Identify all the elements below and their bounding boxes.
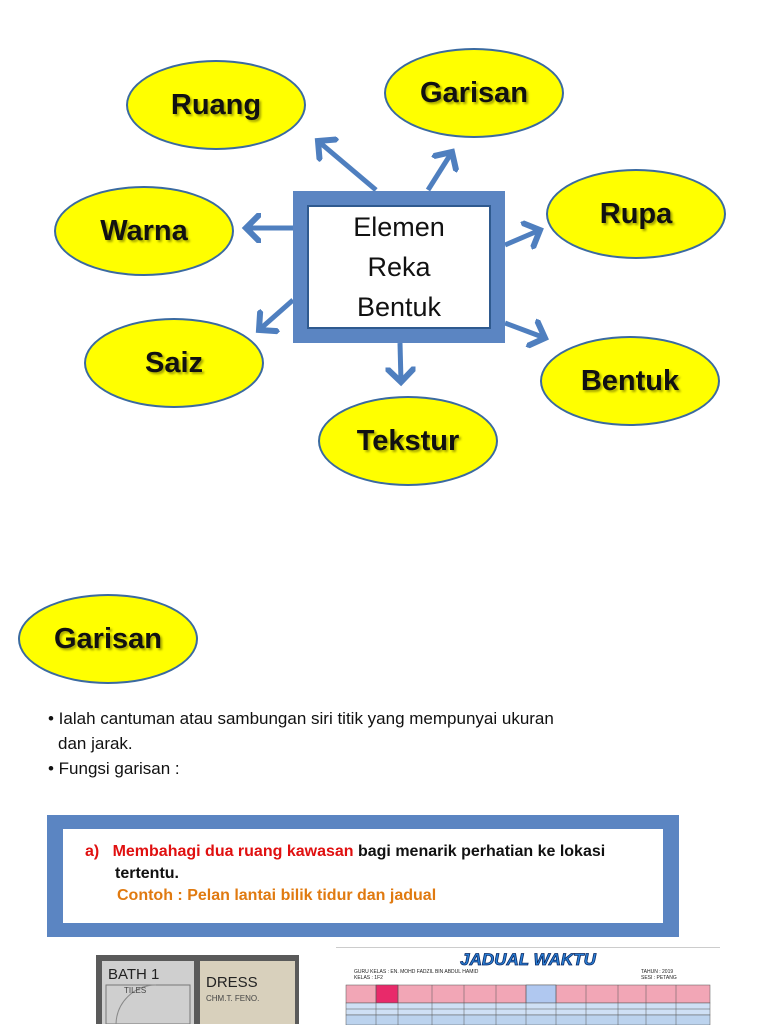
- arrow-to-rupa: [504, 230, 540, 245]
- arrow-to-saiz: [259, 298, 295, 330]
- node-warna: Warna: [54, 186, 234, 276]
- timetable-meta-right-1: TAHUN : 2019: [641, 969, 673, 975]
- node-rupa: Rupa: [546, 169, 726, 259]
- node-garisan: Garisan: [384, 48, 564, 138]
- center-line-3: Bentuk: [356, 292, 442, 322]
- timetable-drawing: JADUAL WAKTU GURU KELAS : EN. MOHD FADZI…: [345, 950, 711, 1025]
- timetable-meta-left-1: GURU KELAS : EN. MOHD FADZIL BIN ABDUL H…: [354, 969, 479, 975]
- center-line-1: Elemen: [353, 212, 445, 242]
- bullet-list: • Ialah cantuman atau sambungan siri tit…: [48, 706, 688, 781]
- plan-room2: DRESS: [206, 974, 258, 991]
- bullet-1-cont: dan jarak.: [58, 734, 133, 753]
- plan-room2-sub: CHM.T. FENO.: [206, 994, 259, 1003]
- bullet-1: • Ialah cantuman atau sambungan siri tit…: [48, 709, 554, 728]
- center-node-inner: Elemen Reka Bentuk: [307, 205, 491, 329]
- info-line-1: a) Membahagi dua ruang kawasan bagi mena…: [85, 841, 653, 863]
- plan-room1: BATH 1: [108, 966, 159, 983]
- node-tekstur: Tekstur: [318, 396, 498, 486]
- arrow-to-bentuk: [504, 323, 545, 338]
- info-marker: a): [85, 843, 100, 860]
- node-warna-label: Warna: [100, 214, 188, 247]
- node-ruang: Ruang: [126, 60, 306, 150]
- node-saiz: Saiz: [84, 318, 264, 408]
- info-box: a) Membahagi dua ruang kawasan bagi mena…: [47, 815, 679, 937]
- info-highlight: Membahagi dua ruang kawasan: [112, 843, 354, 860]
- info-line-2: tertentu.: [115, 865, 179, 882]
- info-box-inner: a) Membahagi dua ruang kawasan bagi mena…: [63, 829, 663, 923]
- section-title-oval: Garisan: [18, 594, 198, 684]
- arrow-to-ruang: [318, 141, 378, 192]
- center-line-2: Reka: [367, 252, 431, 282]
- info-rest: bagi menarik perhatian ke lokasi: [353, 843, 606, 860]
- plan-room1-sub: TILES: [124, 986, 146, 995]
- timetable-grid: [345, 984, 711, 1025]
- node-garisan-label: Garisan: [420, 76, 528, 109]
- node-ruang-label: Ruang: [170, 88, 262, 121]
- node-bentuk-label: Bentuk: [580, 364, 680, 397]
- node-saiz-label: Saiz: [144, 346, 204, 379]
- floor-plan-drawing: BATH 1 TILES DRESS CHM.T. FENO.: [96, 955, 299, 1024]
- timetable-image: JADUAL WAKTU GURU KELAS : EN. MOHD FADZI…: [336, 947, 720, 1025]
- timetable-meta-left-2: KELAS : 1F2: [354, 975, 383, 981]
- bullet-2: • Fungsi garisan :: [48, 759, 180, 778]
- timetable-title: JADUAL WAKTU: [460, 950, 596, 969]
- arrow-to-garisan: [425, 152, 452, 192]
- center-node: Elemen Reka Bentuk: [293, 191, 505, 343]
- arrow-to-tekstur: [400, 342, 401, 382]
- floor-plan-image: BATH 1 TILES DRESS CHM.T. FENO.: [96, 955, 299, 1024]
- node-rupa-label: Rupa: [599, 197, 673, 230]
- section-title: Garisan: [54, 622, 162, 655]
- info-example: Contoh : Pelan lantai bilik tidur dan ja…: [117, 887, 437, 904]
- node-bentuk: Bentuk: [540, 336, 720, 426]
- timetable-meta-right-2: SESI : PETANG: [641, 975, 677, 981]
- node-tekstur-label: Tekstur: [356, 424, 460, 457]
